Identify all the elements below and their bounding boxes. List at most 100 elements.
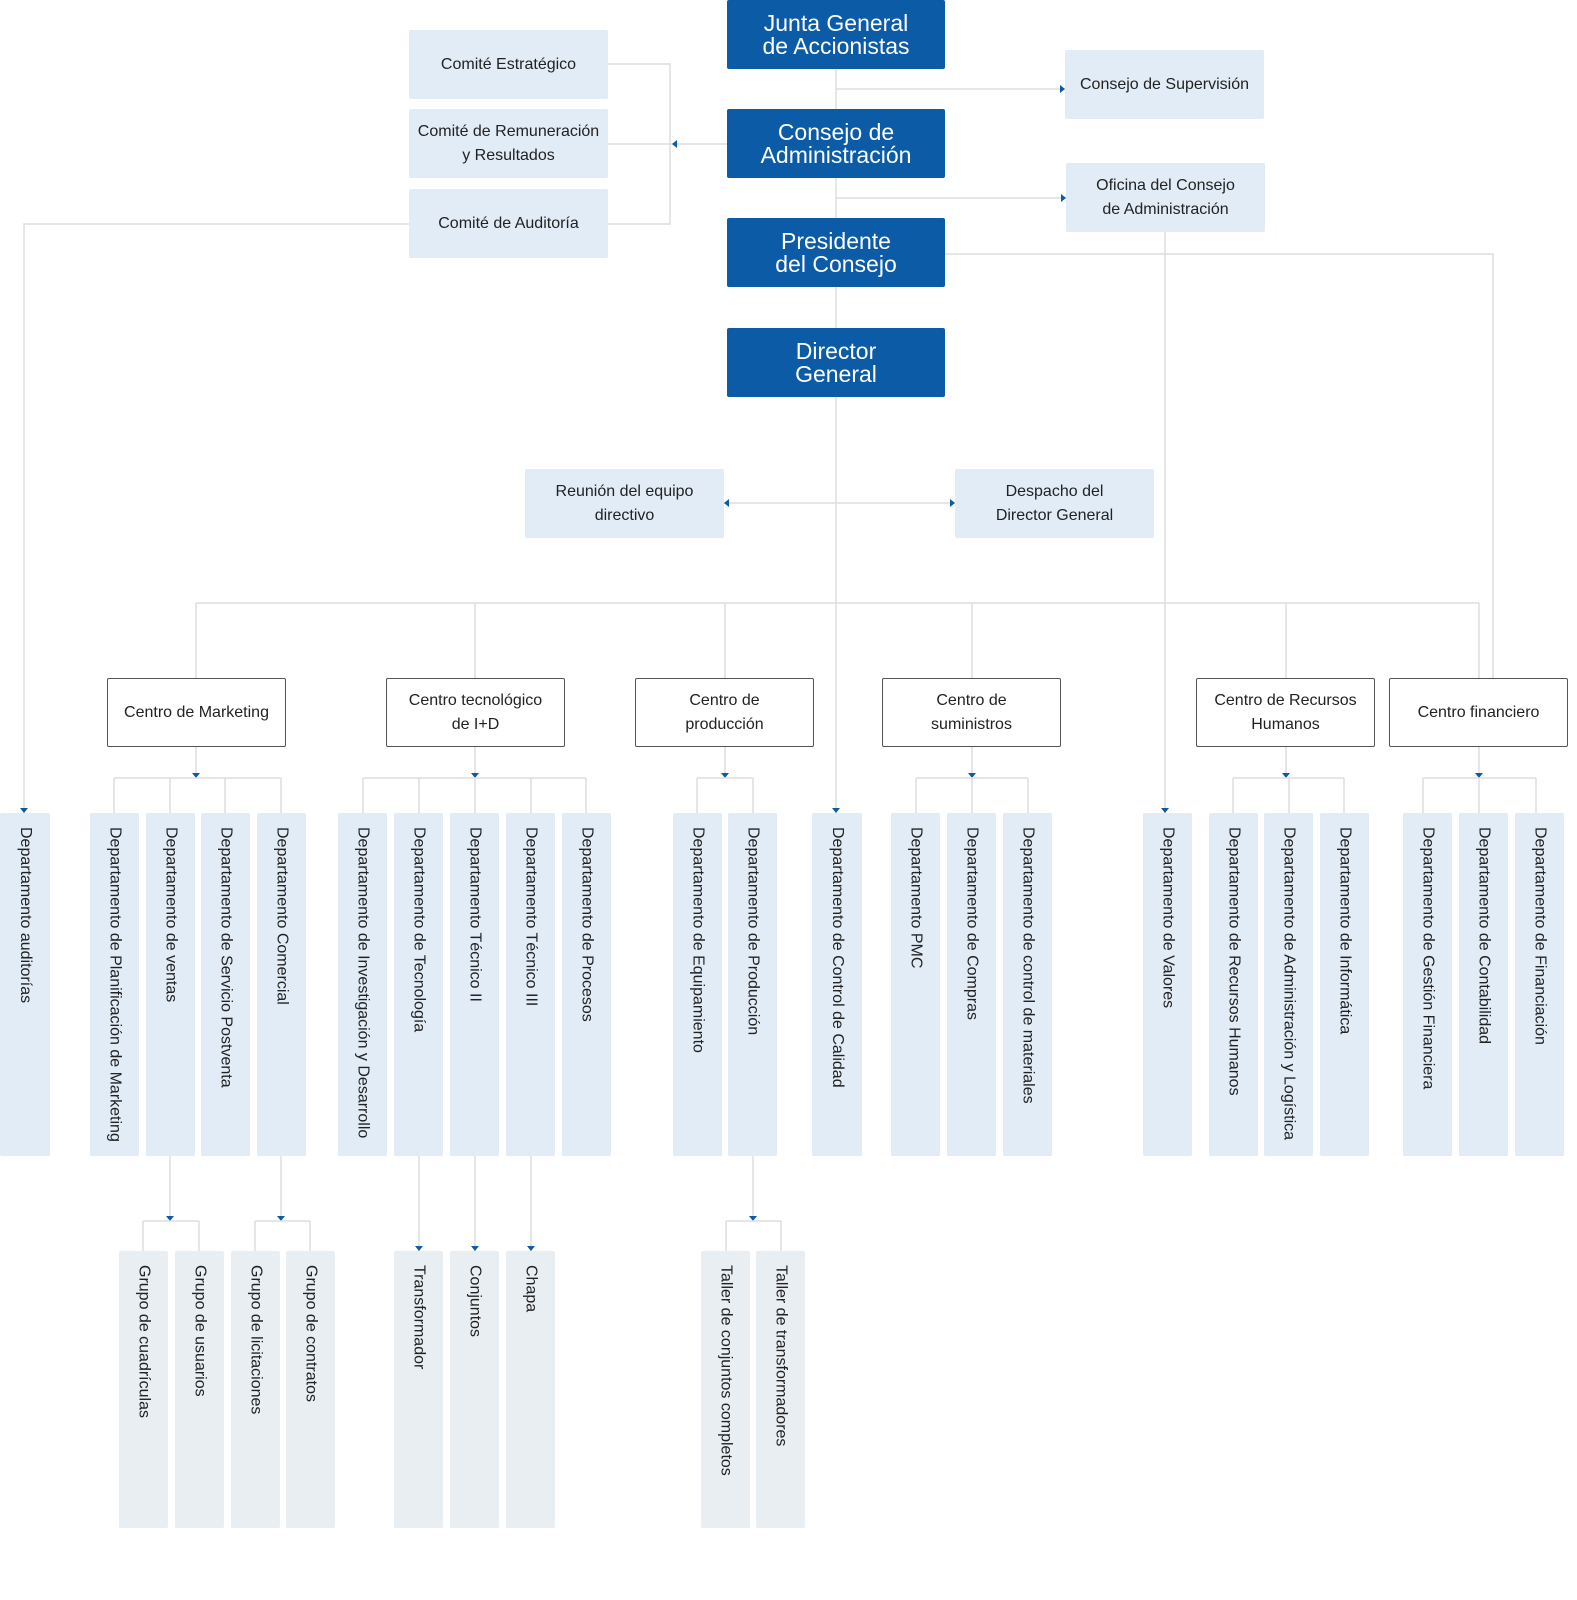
centro-financiero-box[interactable]: Centro financiero [1389, 678, 1568, 747]
dept-contabilidad[interactable]: Departamento de Contabilidad [1459, 813, 1508, 1156]
connector-arrow-19 [527, 1246, 535, 1251]
taller-conjuntos-label: Taller de conjuntos completos [717, 1265, 735, 1476]
dept-calidad-label: Departamento de Control de Calidad [829, 827, 846, 1088]
dept-compras[interactable]: Departamento de Compras [947, 813, 996, 1156]
grupo-licitaciones[interactable]: Grupo de licitaciones [231, 1251, 280, 1528]
grupo-licitaciones-label: Grupo de licitaciones [247, 1265, 265, 1415]
presidente-consejo-box[interactable]: Presidente del Consejo [727, 218, 945, 287]
dept-postventa-label: Departamento de Servicio Postventa [217, 827, 235, 1088]
centro-marketing-label: Centro de Marketing [124, 703, 269, 721]
dept-gestion-label: Departamento de Gestión Financiera [1419, 827, 1437, 1090]
dept-tecnico3[interactable]: Departamento Técnico III [506, 813, 555, 1156]
oficina-consejo-box[interactable]: Oficina del Consejo de Administración [1066, 163, 1265, 232]
director-general-box[interactable]: Director General [727, 328, 945, 397]
junta-general-box[interactable]: Junta General de Accionistas [727, 0, 945, 69]
dept-investigacion-label: Departamento de Investigación y Desarrol… [354, 827, 372, 1139]
connector-arrow-1 [672, 140, 677, 148]
connector-arrow-12 [1282, 773, 1290, 778]
grupo-chapa[interactable]: Chapa [506, 1251, 555, 1528]
junta-general-label: Junta General de Accionistas [762, 9, 910, 59]
connector-arrow-7 [950, 499, 955, 507]
dept-postventa[interactable]: Departamento de Servicio Postventa [201, 813, 250, 1156]
dept-gestion[interactable]: Departamento de Gestión Financiera [1403, 813, 1452, 1156]
consejo-supervision-label: Consejo de Supervisión [1080, 75, 1249, 93]
dept-pmc[interactable]: Departamento PMC [891, 813, 940, 1156]
centro-rrhh-box[interactable]: Centro de Recursos Humanos [1196, 678, 1375, 747]
grupo-transformador-label: Transformador [410, 1265, 428, 1370]
consejo-administracion-box[interactable]: Consejo de Administración [727, 109, 945, 178]
grupo-contratos-label: Grupo de contratos [302, 1265, 320, 1402]
dept-contabilidad-label: Departamento de Contabilidad [1475, 827, 1493, 1045]
dept-planificacion[interactable]: Departamento de Planificación de Marketi… [90, 813, 139, 1156]
despacho-director-box[interactable]: Despacho del Director General [955, 469, 1154, 538]
comite-estrategico-box[interactable]: Comité Estratégico [409, 30, 608, 99]
dept-produccion[interactable]: Departamento de Producción [728, 813, 777, 1156]
dept-recursos-label: Departamento de Recursos Humanos [1225, 827, 1243, 1096]
comite-auditoria-label: Comité de Auditoría [438, 214, 579, 232]
connector-arrow-16 [749, 1216, 757, 1221]
dept-auditorias[interactable]: Departamento auditorías [0, 813, 50, 1156]
dept-financiacion-label: Departamento de Financiación [1531, 827, 1549, 1045]
grupo-usuarios[interactable]: Grupo de usuarios [175, 1251, 224, 1528]
dept-financiacion[interactable]: Departamento de Financiación [1515, 813, 1564, 1156]
dept-administracion-label: Departamento de Administración y Logísti… [1280, 827, 1298, 1141]
centro-marketing-box[interactable]: Centro de Marketing [107, 678, 286, 747]
dept-equipamiento-label: Departamento de Equipamiento [689, 827, 707, 1053]
presidente-consejo-label: Presidente del Consejo [775, 227, 897, 277]
dept-comercial-label: Departamento Comercial [273, 827, 291, 1005]
grupo-chapa-label: Chapa [522, 1265, 540, 1313]
connector-arrow-11 [968, 773, 976, 778]
comite-remuneracion-box[interactable]: Comité de Remuneración y Resultados [409, 109, 608, 178]
dept-compras-label: Departamento de Compras [963, 827, 981, 1020]
reunion-equipo-box[interactable]: Reunión del equipo directivo [525, 469, 724, 538]
dept-valores[interactable]: Departamento de Valores [1143, 813, 1192, 1156]
grupo-conjuntos[interactable]: Conjuntos [450, 1251, 499, 1528]
consejo-administracion-label: Consejo de Administración [760, 118, 912, 168]
connector-arrow-14 [166, 1216, 174, 1221]
dept-calidad[interactable]: Departamento de Control de Calidad [812, 813, 862, 1156]
dept-informatica-label: Departamento de Informática [1336, 827, 1354, 1035]
connector-arrow-8 [192, 773, 200, 778]
grupo-cuadriculas-label: Grupo de cuadrículas [135, 1265, 153, 1418]
dept-auditorias-label: Departamento auditorías [17, 827, 34, 1004]
connector-arrow-17 [415, 1246, 423, 1251]
dept-equipamiento[interactable]: Departamento de Equipamiento [673, 813, 722, 1156]
connector-arrow-5 [20, 808, 28, 813]
comite-estrategico-label: Comité Estratégico [440, 55, 577, 73]
taller-transformadores-label: Taller de transformadores [772, 1265, 790, 1447]
consejo-supervision-box[interactable]: Consejo de Supervisión [1065, 50, 1264, 119]
dept-ventas-label: Departamento de ventas [162, 827, 180, 1003]
connector-arrow-9 [471, 773, 479, 778]
taller-transformadores[interactable]: Taller de transformadores [756, 1251, 805, 1528]
connector-arrow-6 [724, 499, 729, 507]
reunion-equipo-label: Reunión del equipo directivo [555, 482, 694, 524]
dept-investigacion[interactable]: Departamento de Investigación y Desarrol… [338, 813, 387, 1156]
grupo-contratos[interactable]: Grupo de contratos [286, 1251, 335, 1528]
centro-tecnologico-box[interactable]: Centro tecnológico de I+D [386, 678, 565, 747]
dept-tecnico2[interactable]: Departamento Técnico II [450, 813, 499, 1156]
dept-informatica[interactable]: Departamento de Informática [1320, 813, 1369, 1156]
dept-ventas[interactable]: Departamento de ventas [146, 813, 195, 1156]
connector-arrow-10 [721, 773, 729, 778]
centro-produccion-box[interactable]: Centro de producción [635, 678, 814, 747]
comite-auditoria-box[interactable]: Comité de Auditoría [409, 189, 608, 258]
dept-procesos[interactable]: Departamento de Procesos [562, 813, 611, 1156]
dept-tecnologia[interactable]: Departamento de Tecnología [394, 813, 443, 1156]
dept-planificacion-label: Departamento de Planificación de Marketi… [106, 827, 124, 1142]
dept-pmc-label: Departamento PMC [907, 827, 925, 969]
grupo-transformador[interactable]: Transformador [394, 1251, 443, 1528]
grupo-conjuntos-label: Conjuntos [466, 1265, 484, 1338]
director-general-label: Director General [795, 337, 877, 387]
dept-comercial[interactable]: Departamento Comercial [257, 813, 306, 1156]
dept-recursos[interactable]: Departamento de Recursos Humanos [1209, 813, 1258, 1156]
connector-arrow-4 [1161, 808, 1169, 813]
connector-line-6 [945, 253, 1494, 678]
dept-materiales[interactable]: Departamento de control de materiales [1003, 813, 1052, 1156]
grupo-cuadriculas[interactable]: Grupo de cuadrículas [119, 1251, 168, 1528]
dept-tecnico3-label: Departamento Técnico III [522, 827, 540, 1007]
taller-conjuntos[interactable]: Taller de conjuntos completos [701, 1251, 750, 1528]
dept-administracion[interactable]: Departamento de Administración y Logísti… [1264, 813, 1313, 1156]
centro-suministros-box[interactable]: Centro de suministros [882, 678, 1061, 747]
dept-procesos-label: Departamento de Procesos [578, 827, 596, 1022]
